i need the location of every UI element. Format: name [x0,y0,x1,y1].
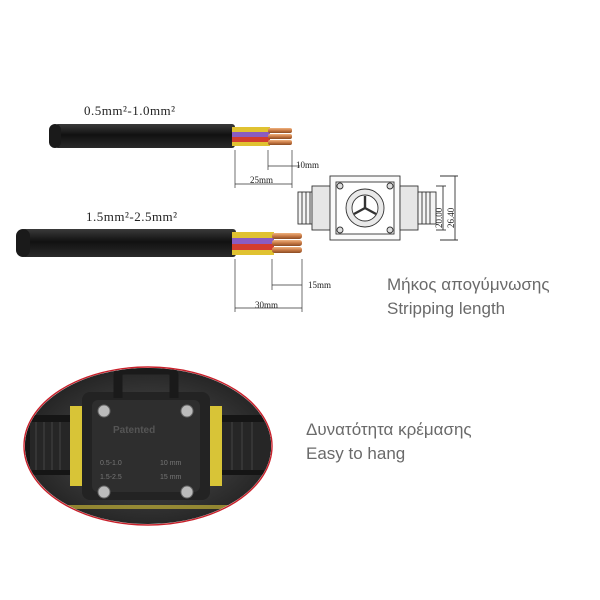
cable-small-core-strip: 10mm [296,160,320,170]
cable-large-range-label: 1.5mm²-2.5mm² [86,209,178,224]
cable-large-jacket [22,229,236,257]
cable-large-strip-length: 30mm [255,300,279,310]
cable-small-strip-length: 25mm [250,175,274,185]
core-purple [232,132,270,137]
connector-drawing [297,175,458,241]
cable-small-jacket [55,124,235,148]
connector-height-outer: 26.40 [446,207,456,228]
cable-small [49,124,292,148]
core-red [232,137,270,142]
stripping-caption-english: Stripping length [387,299,506,318]
stripping-caption-greek: Μήκος απογύμνωσης [387,275,550,294]
product-photo [23,366,273,526]
core-yellow [232,127,270,132]
photo-rating-row-1: 0.5-1.0 [100,460,122,467]
photo-rating-row-2: 1.5-2.5 [100,474,122,481]
cable-large [16,229,302,257]
photo-rating-len-2: 15 mm [160,474,182,481]
photo-rating-len-1: 10 mm [160,460,182,467]
connector-height-inner: 20.00 [434,207,444,228]
hanging-caption-english: Easy to hang [306,444,406,463]
photo-embossed-text: Patented [113,425,156,436]
dimension-lines-large [234,259,303,312]
dimension-lines-small [234,150,300,188]
copper-conductor [268,128,292,133]
cable-large-core-strip: 15mm [308,280,332,290]
hanging-caption-greek: Δυνατότητα κρέμασης [306,420,472,439]
cable-small-range-label: 0.5mm²-1.0mm² [84,103,176,118]
